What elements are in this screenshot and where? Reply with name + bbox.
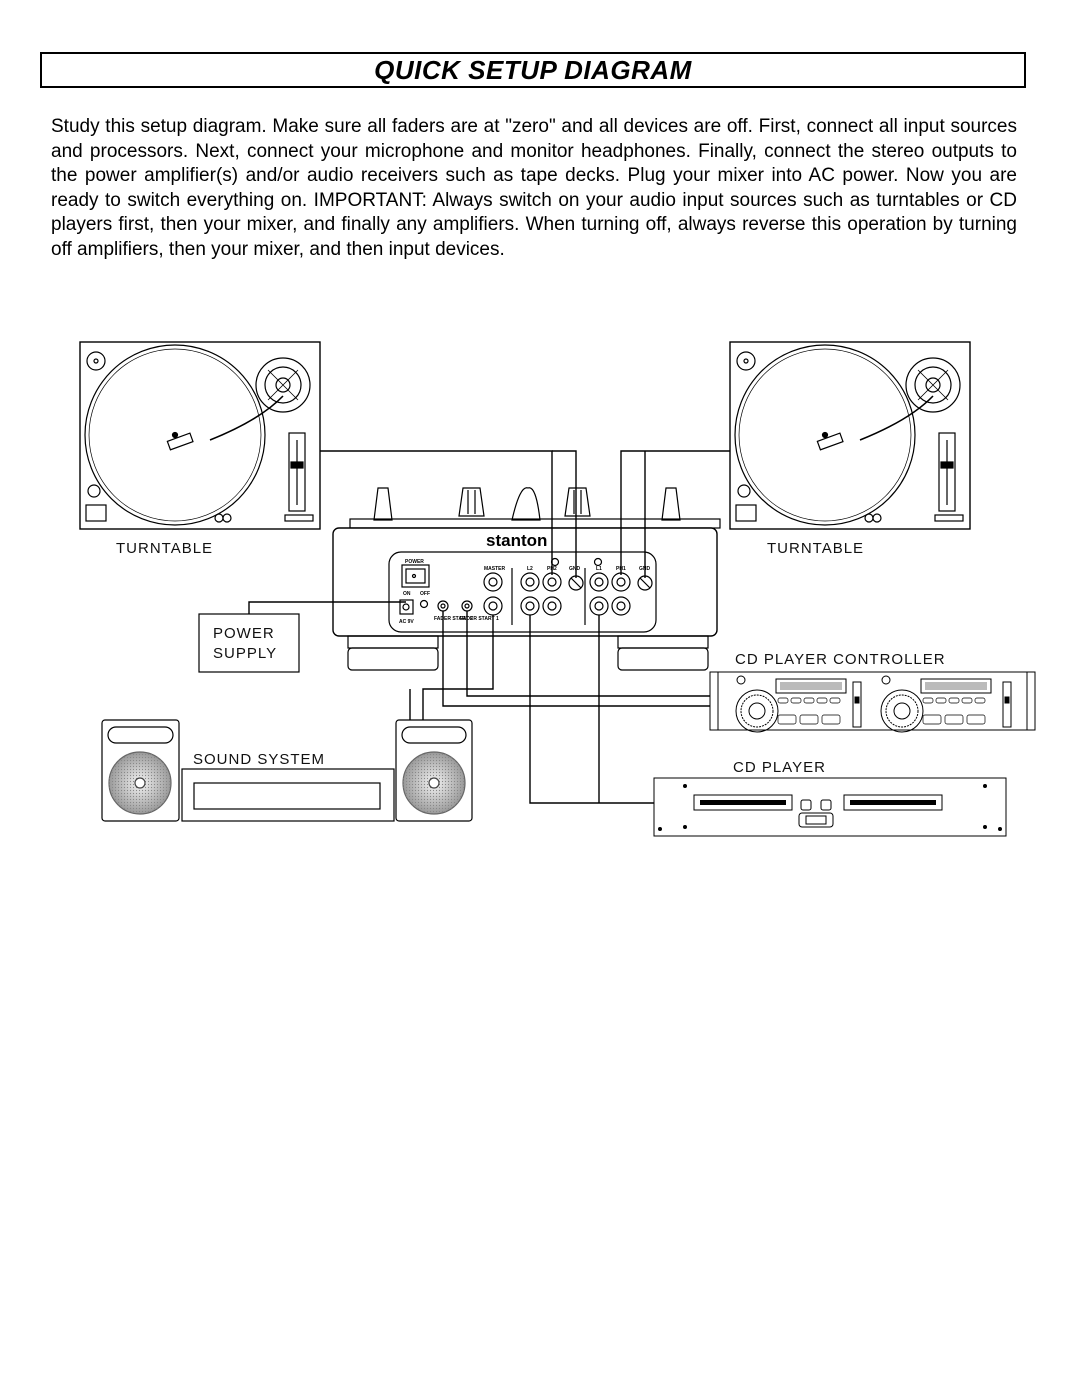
sound-system-label: SOUND SYSTEM <box>193 751 325 768</box>
power-supply-label-2: SUPPLY <box>213 645 277 662</box>
mixer-ac-label: AC 9V <box>399 619 414 625</box>
sound-system <box>101 719 473 822</box>
power-supply <box>198 613 300 673</box>
cd-controller-label: CD PLAYER CONTROLLER <box>735 651 946 668</box>
mixer-gnd-a-label: GND <box>569 566 581 572</box>
mixer-l2-label: L2 <box>527 566 533 572</box>
left-turntable <box>79 341 321 530</box>
mixer <box>332 487 721 671</box>
right-turntable <box>729 341 971 530</box>
cd-controller <box>709 671 1036 733</box>
power-supply-label-1: POWER <box>213 625 275 642</box>
left-turntable-label: TURNTABLE <box>116 540 213 557</box>
mixer-fader-start-2-label: FADER START 2 <box>434 616 473 622</box>
page-title: QUICK SETUP DIAGRAM <box>374 54 692 85</box>
mixer-off-label: OFF <box>420 591 430 597</box>
mixer-on-label: ON <box>403 591 411 597</box>
cables <box>248 450 730 804</box>
right-turntable-label: TURNTABLE <box>767 540 864 557</box>
intro-paragraph: Study this setup diagram. Make sure all … <box>51 116 1017 260</box>
page-title-box: QUICK SETUP DIAGRAM <box>40 52 1026 88</box>
mixer-master-label: MASTER <box>484 566 506 572</box>
mixer-fader-start-1-label: FADER START 1 <box>460 616 499 622</box>
mixer-brand: stanton <box>486 531 547 550</box>
cd-player-label: CD PLAYER <box>733 759 826 776</box>
mixer-power-label: POWER <box>405 559 424 565</box>
cd-player <box>653 777 1007 837</box>
mixer-l1-label: L1 <box>596 566 602 572</box>
